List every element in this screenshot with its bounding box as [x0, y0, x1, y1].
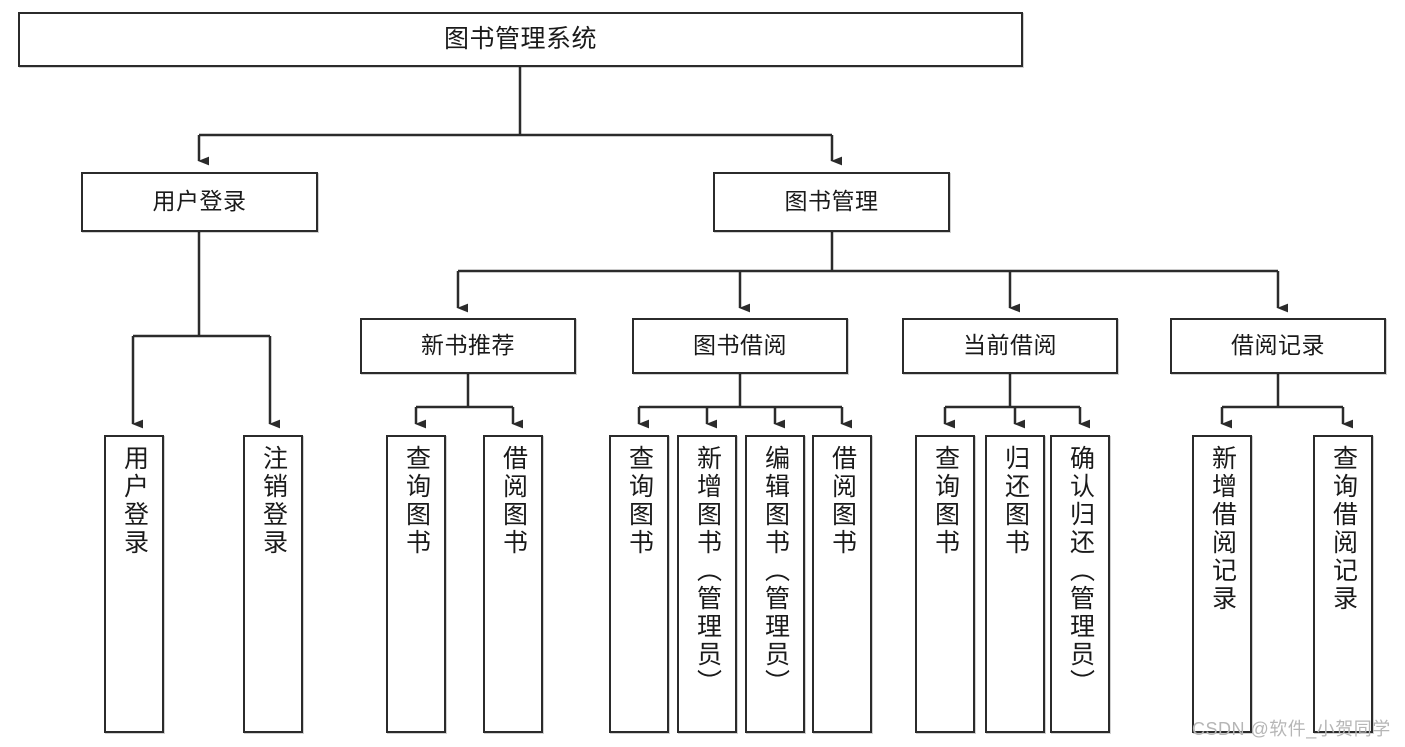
node-label: 图书管理	[784, 188, 879, 215]
node-label: 归还图书	[1001, 445, 1030, 557]
node-user-login[interactable]: 用户登录	[81, 172, 318, 232]
node-label: 编辑图书（管理员）	[761, 445, 790, 697]
node-book-management[interactable]: 图书管理	[713, 172, 950, 232]
node-label: 借阅图书	[499, 445, 528, 557]
leaf-user-login[interactable]: 用户登录	[104, 435, 164, 733]
leaf-borrow-borrow-book[interactable]: 借阅图书	[812, 435, 872, 733]
node-label: 查询图书	[931, 445, 960, 557]
node-label: 用户登录	[152, 188, 247, 215]
node-label: 新增借阅记录	[1208, 445, 1237, 613]
leaf-current-confirm-return-admin[interactable]: 确认归还（管理员）	[1050, 435, 1110, 733]
leaf-record-add-borrow-record[interactable]: 新增借阅记录	[1192, 435, 1252, 733]
leaf-current-return-book[interactable]: 归还图书	[985, 435, 1045, 733]
node-new-book-recommend[interactable]: 新书推荐	[360, 318, 576, 374]
leaf-borrow-add-book-admin[interactable]: 新增图书（管理员）	[677, 435, 737, 733]
node-label: 借阅图书	[828, 445, 857, 557]
leaf-recommend-query-book[interactable]: 查询图书	[386, 435, 446, 733]
node-label: 图书管理系统	[443, 24, 597, 53]
leaf-current-query-book[interactable]: 查询图书	[915, 435, 975, 733]
node-label: 新增图书（管理员）	[693, 445, 722, 697]
leaf-user-logout[interactable]: 注销登录	[243, 435, 303, 733]
node-label: 用户登录	[120, 445, 149, 557]
node-label: 当前借阅	[963, 332, 1057, 359]
node-current-borrow[interactable]: 当前借阅	[902, 318, 1118, 374]
node-label: 新书推荐	[421, 332, 515, 359]
node-label: 借阅记录	[1231, 332, 1325, 359]
node-label: 确认归还（管理员）	[1066, 445, 1095, 697]
node-label: 图书借阅	[693, 332, 787, 359]
node-label: 查询图书	[402, 445, 431, 557]
leaf-recommend-borrow-book[interactable]: 借阅图书	[483, 435, 543, 733]
leaf-record-query-borrow-record[interactable]: 查询借阅记录	[1313, 435, 1373, 733]
leaf-borrow-query-book[interactable]: 查询图书	[609, 435, 669, 733]
node-book-borrow[interactable]: 图书借阅	[632, 318, 848, 374]
watermark-text: CSDN @软件_小贺同学	[1192, 719, 1391, 739]
node-root-system[interactable]: 图书管理系统	[18, 12, 1023, 67]
node-label: 查询借阅记录	[1329, 445, 1358, 613]
node-label: 查询图书	[625, 445, 654, 557]
node-label: 注销登录	[259, 445, 288, 557]
node-borrow-record[interactable]: 借阅记录	[1170, 318, 1386, 374]
leaf-borrow-edit-book-admin[interactable]: 编辑图书（管理员）	[745, 435, 805, 733]
